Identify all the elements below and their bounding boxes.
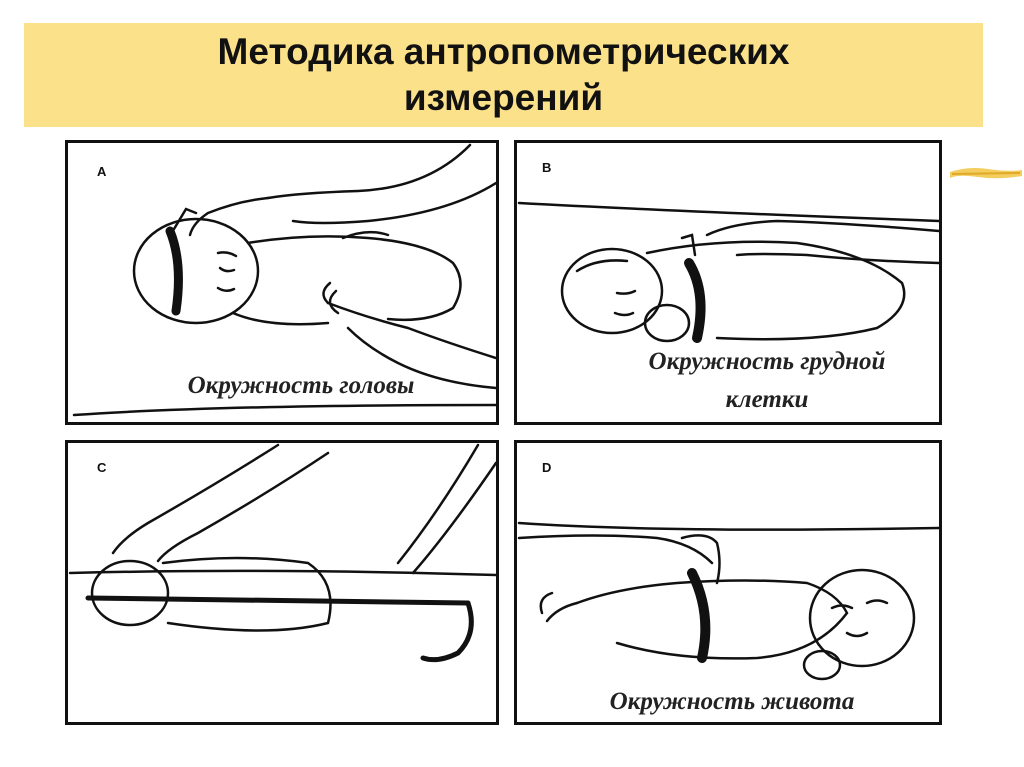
abdomen-measure-illustration: [517, 521, 939, 681]
caption-head-circumference: Окружность головы: [136, 367, 466, 405]
panel-letter: C: [97, 460, 107, 475]
panel-letter: B: [542, 160, 552, 175]
head-measure-illustration: [72, 143, 496, 417]
panel-a-head-circumference: A: [65, 140, 499, 425]
chest-measure-illustration: [517, 201, 939, 343]
panel-b-chest-circumference: B Окружность грудной клетки: [514, 140, 942, 425]
length-measure-illustration: [68, 443, 496, 663]
panel-letter: D: [542, 460, 552, 475]
panel-d-abdominal-circumference: D Окружность живота: [514, 440, 942, 725]
caption-line-2: клетки: [725, 386, 809, 413]
caption-line-1: Окружность грудной: [648, 348, 886, 375]
caption-abdominal-circumference: Окружность живота: [547, 683, 917, 721]
panel-c-body-length: C: [65, 440, 499, 725]
caption-chest-circumference: Окружность грудной клетки: [597, 343, 937, 419]
slide-title-line-1: Методика антропометрических: [217, 31, 790, 72]
decorative-accent-stroke: [950, 168, 1022, 179]
slide-title-banner: Методика антропометрических измерений: [24, 23, 983, 127]
slide-title-line-2: измерений: [403, 77, 604, 118]
caption-line-1: Окружность живота: [609, 688, 855, 715]
caption-line-1: Окружность головы: [187, 372, 415, 399]
panel-letter: A: [97, 164, 107, 179]
